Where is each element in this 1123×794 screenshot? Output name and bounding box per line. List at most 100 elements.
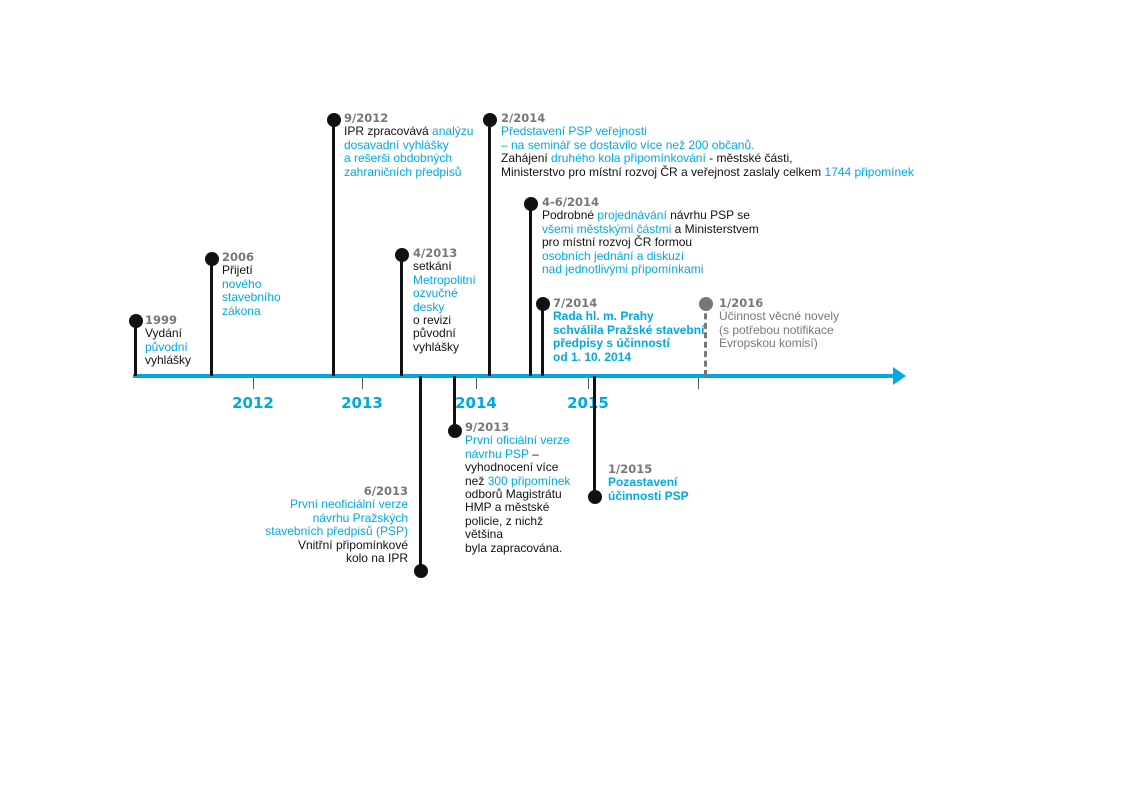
event-text-segment: původní [413, 326, 456, 341]
event-text-segment: druhého kola připomínkování [551, 151, 706, 166]
event-text-line: zákona [222, 303, 281, 318]
event-stem [529, 204, 532, 376]
event-stem [541, 304, 544, 376]
event-text-line: Evropskou komisí) [719, 337, 839, 350]
event-text-line: odborů Magistrátu [465, 487, 570, 502]
event-dot [414, 564, 428, 578]
event-text-line: Vnitřní připomínkové [265, 537, 408, 552]
event-stem [593, 376, 596, 497]
event-text-line: IPR zpracovává analýzu [344, 125, 473, 138]
event-text-line: než 300 připomínek [465, 473, 571, 488]
event-stem [453, 376, 456, 431]
event-text-segment: Účinnost věcné novely [719, 309, 840, 324]
event-text-segment: projednávání [597, 208, 667, 223]
event-text-segment: předpisy s účinností [553, 336, 670, 351]
event-text-segment: stavebního [222, 290, 281, 305]
event-text-line: HMP a městské [465, 501, 570, 514]
event-text-segment: 1744 připomínek [824, 164, 914, 179]
event-text-segment: Rada hl. m. Prahy [553, 309, 654, 324]
event-date: 7/2014 [553, 296, 598, 310]
event-text-line: zahraničních předpisů [344, 165, 473, 179]
event-text-segment: odborů Magistrátu [465, 487, 562, 502]
event-stem-dashed [704, 304, 707, 376]
event-text-line: stavebních předpisů (PSP) [265, 525, 408, 538]
event-text-segment: policie, z nichž [465, 513, 544, 528]
event-text-segment: návrhu PSP se [666, 208, 750, 223]
event-text-segment: zákona [222, 303, 261, 318]
event-text-segment: (s potřebou notifikace [719, 322, 834, 337]
event-stem [210, 259, 213, 376]
event-text-segment: 300 připomínek [487, 473, 571, 488]
event-dot [588, 490, 602, 504]
event-text-line: kolo na IPR [265, 551, 408, 566]
event-text-line: Vydání [145, 327, 191, 340]
event-text-line: Přijetí [222, 264, 281, 277]
event-text-segment: Zahájení [501, 151, 552, 166]
event-text-line: od 1. 10. 2014 [553, 349, 704, 364]
event-text-segment: účinnosti PSP [608, 488, 689, 503]
event-date: 4-6/2014 [542, 195, 599, 209]
arrow-right-icon [893, 367, 906, 385]
event-text-line: Rada hl. m. Prahy [553, 310, 704, 323]
event-text-segment: a rešerši obdobných [344, 151, 453, 166]
event-text-segment: analýzu [432, 124, 474, 139]
event-text-line: Pozastavení [608, 476, 689, 489]
event-text-segment: setkání [413, 259, 452, 274]
event-text-segment: většina [465, 527, 504, 542]
year-label: 2014 [455, 394, 497, 412]
event-dot [205, 252, 219, 266]
event-text-segment: Metropolitní [413, 272, 476, 287]
year-label: 2013 [341, 394, 383, 412]
event-text-segment: dosavadní vyhlášky [344, 137, 449, 152]
event-text-line: nového [222, 276, 281, 291]
event-text-line: setkání [413, 260, 476, 273]
timeline-axis [133, 374, 895, 378]
event-text-line: vyhlášky [145, 354, 191, 367]
event-text-segment: byla zapracována. [465, 540, 563, 555]
event-text-line: osobních jednání a diskuzí [542, 249, 759, 263]
event-text-line: policie, z nichž [465, 513, 570, 528]
event-text-line: vyhlášky [413, 339, 476, 354]
event-text-segment: stavebních předpisů (PSP) [265, 524, 408, 539]
event-text-segment: schválila Pražské stavební [553, 322, 705, 337]
event-text-line: desky [413, 299, 476, 314]
event-text-segment: Podrobné [542, 208, 598, 223]
event-text-segment: původní [145, 339, 188, 354]
event-text-segment: kolo na IPR [345, 551, 408, 566]
event-text-line: byla zapracována. [465, 540, 570, 555]
event-stem [134, 320, 137, 376]
event-text-segment: nového [222, 276, 262, 291]
event-text-line: o revizi [413, 313, 476, 328]
event-date: 6/2013 [363, 484, 408, 498]
event-text-segment: Vydání [145, 326, 182, 341]
event-date: 1999 [145, 313, 178, 327]
event-date: 2/2014 [501, 111, 546, 125]
event-text-segment: Vnitřní připomínkové [297, 537, 408, 552]
event-date: 9/2012 [344, 111, 389, 125]
event-text-segment: a Ministerstvem [671, 221, 759, 236]
event-text-segment: desky [413, 299, 445, 314]
event-text-segment: o revizi [413, 313, 452, 328]
event-text-line: návrhu PSP – [465, 447, 570, 461]
event-dot [483, 113, 497, 127]
event-text-line: původní [145, 339, 191, 354]
year-label: 2012 [232, 394, 274, 412]
event-text-segment: všemi městskými částmi [542, 221, 672, 236]
event-text-segment: - městské části, [705, 151, 793, 166]
event-stem [332, 120, 335, 376]
event-date: 9/2013 [465, 420, 510, 434]
event-text-segment: vyhlášky [145, 353, 192, 368]
event-text-segment: vyhlášky [413, 339, 460, 354]
event-text-segment: od 1. 10. 2014 [553, 349, 632, 364]
event-dot [129, 314, 143, 328]
